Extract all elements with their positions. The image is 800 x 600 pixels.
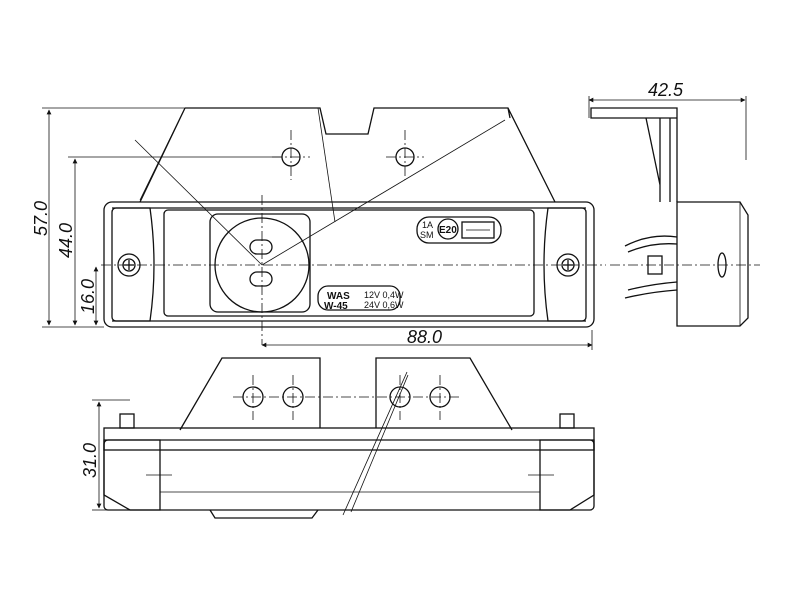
left-cap [112,207,155,322]
approval-circle [437,218,459,240]
approval-box [461,221,495,239]
front-dimensions: 57.0 44.0 16.0 88.0 [31,107,593,350]
bottom-lamp-top [103,427,595,451]
marking-model: WAS [327,291,350,302]
bottom-bracket-right [375,357,513,431]
approval-plate [416,216,502,244]
marking-plate [317,285,401,311]
approval-line-1: 1A [422,220,433,230]
dim-16: 16.0 [78,279,98,314]
dim-42-5: 42.5 [648,80,684,100]
bottom-bracket-left [179,357,321,431]
front-view: WAS W-45 12V 0,4W 24V 0,6W 1A SM E20 [101,107,606,345]
bulb-contact-upper [249,239,273,255]
bottom-view: 31.0 [80,357,595,519]
dim-31: 31.0 [80,443,100,478]
marking-code: W-45 [324,301,348,312]
dim-44: 44.0 [56,223,76,258]
approval-mark: E20 [439,225,457,236]
side-lamp-body [676,201,749,327]
dim-88: 88.0 [407,327,442,347]
dim-57: 57.0 [31,201,51,236]
side-bracket [590,107,678,202]
bottom-pin-right [559,413,575,429]
reflector-lens [163,209,535,317]
approval-line-2: SM [420,230,434,240]
bracket-outline [139,107,556,203]
lamp-inner-frame [111,207,587,322]
lamp-body [103,201,595,328]
side-view: 42.5 [588,80,760,327]
right-cap [543,207,586,322]
bulb-contact-lower [249,271,273,287]
marking-power-12: 12V 0,4W [364,290,404,300]
bottom-pin-left [119,413,135,429]
marking-power-24: 24V 0,6W [364,300,404,310]
